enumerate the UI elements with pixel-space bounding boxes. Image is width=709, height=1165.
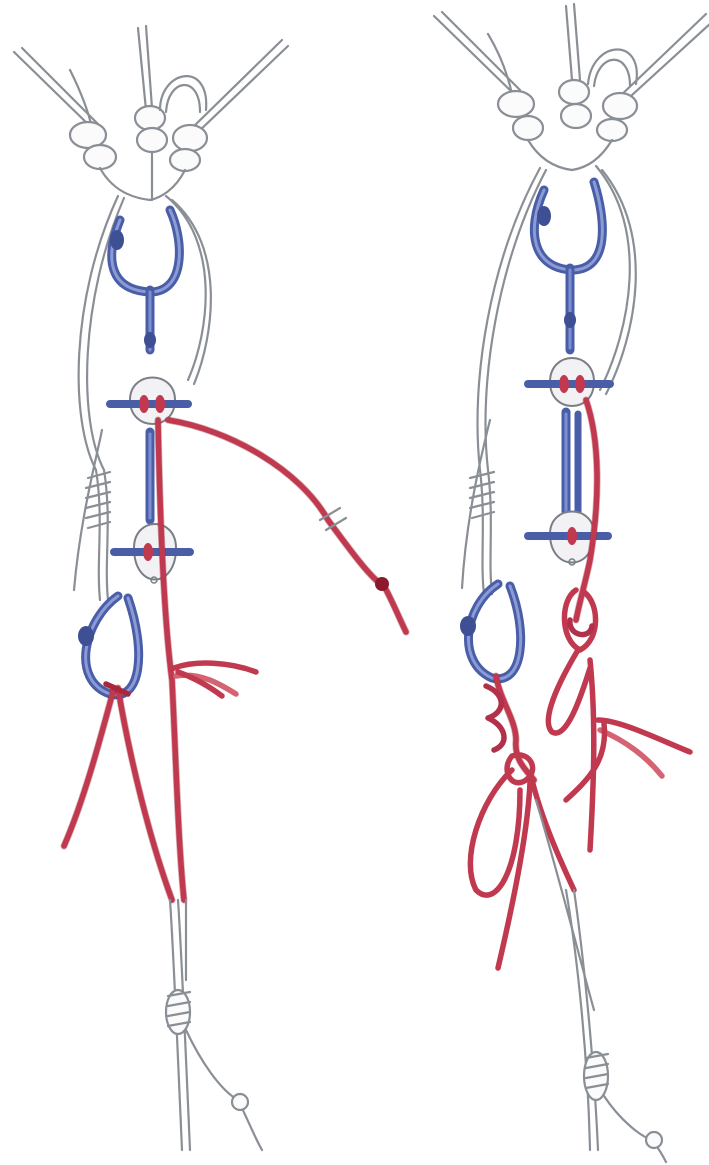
left-panel xyxy=(14,26,406,1150)
right-top-carabiner xyxy=(534,182,602,270)
left-lower-belay-plate xyxy=(114,524,190,583)
left-top-carabiner xyxy=(110,210,179,292)
left-bottom-carabiner xyxy=(78,596,139,695)
right-bottom-carabiner xyxy=(460,584,521,679)
right-sling-link xyxy=(564,268,576,350)
right-anchor-knots xyxy=(498,49,637,170)
left-red-rope-from-carabiner xyxy=(64,684,172,900)
left-red-rope-tail-right xyxy=(168,420,406,632)
left-upper-belay-plate xyxy=(110,378,188,425)
right-panel xyxy=(434,4,709,1162)
right-red-rope-big-loop xyxy=(470,676,574,968)
left-sling-link xyxy=(144,290,156,350)
left-white-rope-bottom xyxy=(166,900,262,1150)
right-middle-link xyxy=(566,412,578,520)
right-upper-belay-plate xyxy=(528,358,610,406)
left-red-rope-main xyxy=(158,420,256,900)
left-anchor-knots xyxy=(70,76,207,200)
